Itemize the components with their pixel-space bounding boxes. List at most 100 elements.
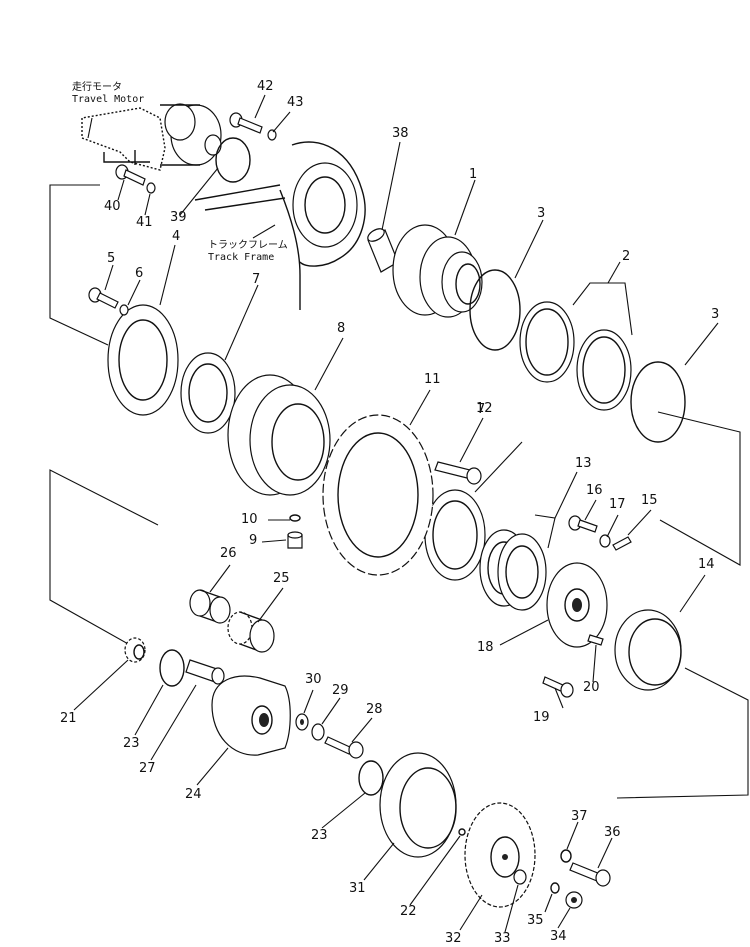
part-label-4: 4: [172, 229, 181, 244]
group-boundary-lines: [49, 184, 749, 799]
part-label-3b: 3: [711, 307, 720, 322]
part-label-24: 24: [185, 787, 202, 802]
part-24-carrier: [211, 675, 291, 756]
part-label-22: 22: [400, 904, 417, 919]
leader-lines: [73, 94, 719, 933]
track-frame: [194, 141, 366, 310]
part-label-42: 42: [257, 79, 274, 94]
part-1-hub: [392, 224, 483, 318]
part-label-13: 13: [575, 456, 592, 471]
part-30-bearing: [295, 713, 309, 731]
part-label-21: 21: [60, 711, 77, 726]
travel-motor-caption-jp: 走行モータ: [72, 82, 122, 93]
part-3-o-ring-lower: [630, 361, 686, 443]
part-label-10: 10: [241, 512, 258, 527]
part-43-washer: [267, 129, 277, 141]
part-label-11: 11: [424, 372, 441, 387]
part-28-bolt: [324, 736, 364, 759]
part-8-housing: [227, 374, 331, 496]
part-label-20: 20: [583, 680, 600, 695]
part-5-bolt: [88, 287, 119, 309]
part-label-34: 34: [550, 929, 567, 944]
part-label-23b: 23: [311, 828, 328, 843]
travel-motor-caption-en: Travel Motor: [72, 94, 145, 105]
part-41-washer: [146, 182, 156, 194]
part-15-pin: [612, 536, 632, 551]
part-27-shaft: [185, 659, 225, 685]
part-3-o-ring-upper: [469, 269, 521, 351]
part-label-28: 28: [366, 702, 383, 717]
part-label-41: 41: [136, 215, 153, 230]
part-25-gear: [227, 611, 275, 653]
part-2-floating-seal-b: [576, 329, 632, 411]
part-4-cover: [107, 304, 179, 416]
part-label-43: 43: [287, 95, 304, 110]
part-label-17: 17: [609, 497, 626, 512]
part-23-snap-ring-upper: [159, 649, 185, 687]
part-label-36: 36: [604, 825, 621, 840]
part-label-1: 1: [469, 167, 478, 182]
part-label-33: 33: [494, 931, 511, 946]
travel-motor: [81, 103, 251, 183]
part-label-7a: 7: [252, 272, 261, 287]
part-label-23a: 23: [123, 736, 140, 751]
part-label-12: 12: [476, 401, 493, 416]
part-13-thrust-washer: [479, 529, 547, 611]
part-12-bolt: [434, 461, 482, 485]
part-36-bolt: [569, 862, 611, 887]
part-label-2: 2: [622, 249, 631, 264]
part-33-plug: [513, 869, 527, 885]
part-19-bolt: [542, 676, 574, 698]
part-42-bolt: [229, 112, 263, 134]
part-26-bearing: [189, 589, 231, 624]
part-label-3a: 3: [537, 206, 546, 221]
part-label-40: 40: [104, 199, 121, 214]
part-16-bolt: [568, 515, 598, 533]
track-frame-caption-en: Track Frame: [208, 252, 275, 263]
track-frame-caption-jp: トラックフレーム: [208, 240, 288, 251]
part-label-27: 27: [139, 761, 156, 776]
part-18-carrier: [546, 562, 608, 648]
part-label-16: 16: [586, 483, 603, 498]
part-21-gear: [124, 637, 146, 663]
part-label-39: 39: [170, 210, 187, 225]
part-37-washer: [560, 849, 572, 863]
part-label-30: 30: [305, 672, 322, 687]
part-label-5: 5: [107, 251, 116, 266]
part-40-bolt: [115, 164, 146, 186]
part-label-29: 29: [332, 683, 349, 698]
part-label-8: 8: [337, 321, 346, 336]
part-label-32: 32: [445, 931, 462, 946]
part-22-plug: [458, 828, 466, 836]
part-35-o-ring: [550, 882, 560, 894]
part-label-26: 26: [220, 546, 237, 561]
part-label-25: 25: [273, 571, 290, 586]
part-label-35: 35: [527, 913, 544, 928]
part-label-14: 14: [698, 557, 715, 572]
part-31-ring-gear: [379, 752, 457, 858]
part-label-18: 18: [477, 640, 494, 655]
part-7-bearing-upper: [180, 352, 236, 434]
part-label-19: 19: [533, 710, 550, 725]
part-9-plug: [287, 531, 303, 549]
part-label-31: 31: [349, 881, 366, 896]
part-label-7b: 7: [477, 402, 486, 417]
part-2-floating-seal-a: [519, 301, 575, 383]
part-6-washer: [119, 304, 129, 316]
part-29-washer: [311, 723, 325, 741]
part-10-o-ring: [289, 514, 301, 522]
part-label-15: 15: [641, 493, 658, 508]
part-32-cover: [464, 802, 536, 908]
part-7-bearing-lower: [424, 489, 486, 581]
part-20-pin: [587, 634, 604, 646]
part-label-6: 6: [135, 266, 144, 281]
part-label-38: 38: [392, 126, 409, 141]
part-label-9: 9: [249, 533, 258, 548]
part-11-sprocket: [322, 414, 434, 576]
part-34-plug: [565, 891, 583, 909]
part-17-washer: [599, 534, 611, 548]
part-23-snap-ring-lower: [358, 760, 384, 796]
part-label-37: 37: [571, 809, 588, 824]
